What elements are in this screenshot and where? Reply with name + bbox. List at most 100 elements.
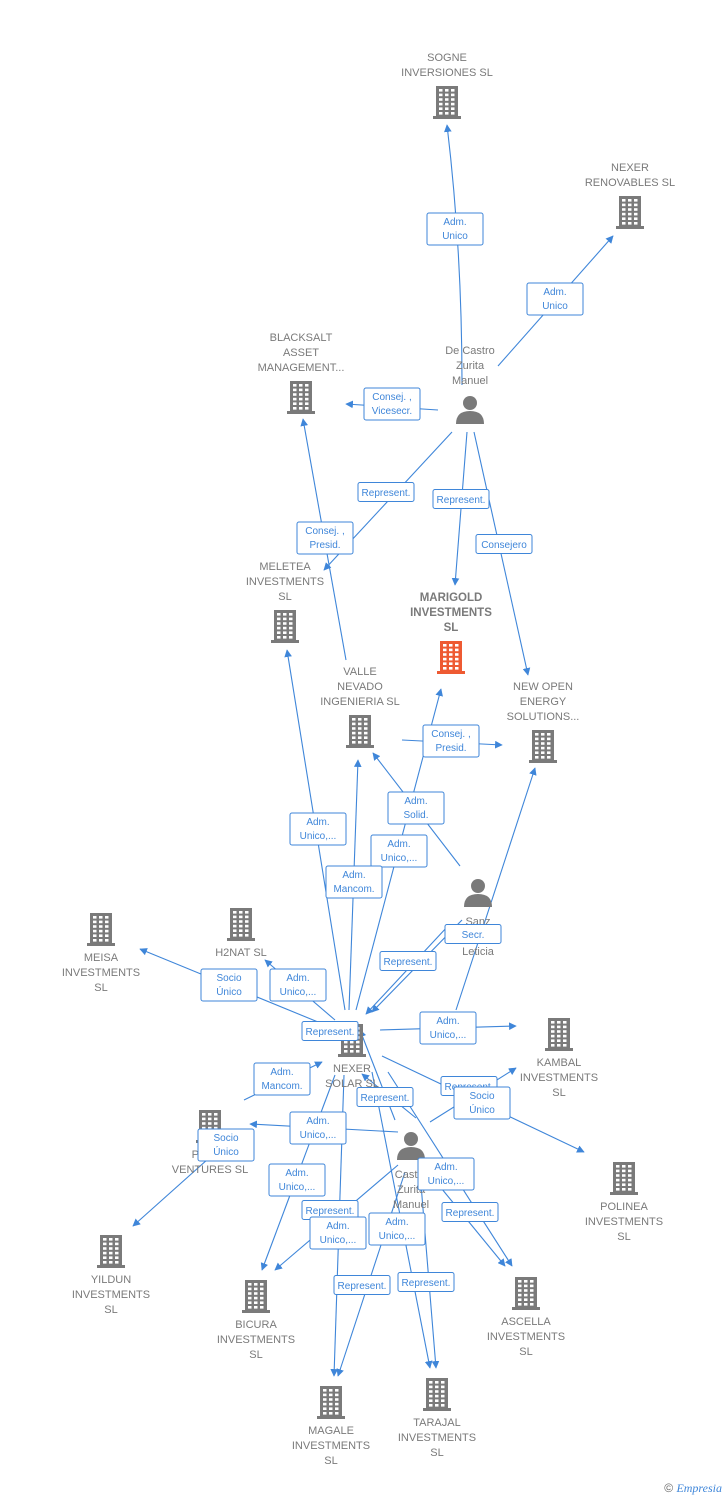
brand-logo-text[interactable]: Empresia [676, 1481, 722, 1495]
edge-label-nexer_solar-to-kambal[interactable]: Adm.Unico,... [419, 1011, 477, 1045]
edge-label-text: Adm. [387, 839, 410, 850]
building-window [628, 199, 632, 202]
edge-label-de_castro_top-to-marigold[interactable]: Represent. [432, 489, 490, 509]
building-window [248, 1292, 252, 1295]
building-window [254, 1301, 258, 1304]
node-label: Leticia [462, 946, 495, 958]
edge-label-box [333, 1275, 391, 1295]
edge-label-text: Unico,... [428, 1176, 465, 1187]
edge-label-box [357, 482, 415, 502]
building-window [115, 1251, 119, 1255]
building-window [109, 1238, 113, 1241]
building-icon [97, 1235, 125, 1268]
edge-label-sanz-to-valle_nevado[interactable]: Adm.Solid. [387, 791, 445, 825]
edge-label-box [200, 968, 258, 1002]
edge-label-nexer_solar-to-tarajal[interactable]: Adm.Unico,... [368, 1212, 426, 1246]
edge-label-de_castro_top-to-blacksalt[interactable]: Consej. ,Vicesecr. [363, 387, 421, 421]
node-label: TARAJAL [413, 1417, 460, 1429]
edge-label-castro_bottom-to-tarajal[interactable]: Represent. [397, 1272, 455, 1292]
edge-label-sanz-to-nexer_solar[interactable]: Secr. [444, 924, 502, 944]
building-window [299, 402, 303, 405]
edge-label-de_castro_top-to-new_open[interactable]: Consejero [475, 534, 533, 554]
edge-label-text: Adm. [543, 287, 566, 298]
building-window [254, 1287, 258, 1291]
edge-label-nexer_solar-to-bicura[interactable]: Adm.Unico,... [268, 1163, 326, 1197]
edge-label-castro_bottom-to-magale[interactable]: Represent. [333, 1275, 391, 1295]
building-window [254, 1306, 258, 1309]
edge-label-castro_bottom-to-nexer_solar[interactable]: Represent. [301, 1021, 359, 1041]
edge-label-text: Socio [216, 973, 241, 984]
edge-label-nexer_solar-to-valle_nevado[interactable]: Adm.Mancom. [325, 865, 383, 899]
building-window [335, 1389, 339, 1392]
building-window [233, 934, 237, 937]
edge-label-de_castro_top-to-meletea[interactable]: Represent. [357, 482, 415, 502]
edge-label-nexer_solar-to-h2nat[interactable]: Adm.Unico,... [269, 968, 327, 1002]
node-label: SL [324, 1455, 337, 1467]
building-window [551, 1025, 555, 1029]
building-window [535, 733, 539, 736]
node-h2nat[interactable]: H2NAT SL [215, 908, 267, 959]
edge-label-castro_bottom-to-nexer_solar[interactable]: Represent. [356, 1087, 414, 1107]
edge-label-de_castro_top-to-nexer_renovables[interactable]: Adm.Unico [526, 282, 584, 316]
building-base [227, 938, 255, 941]
node-blacksalt[interactable]: BLACKSALTASSETMANAGEMENT... [258, 332, 345, 414]
building-window [524, 1289, 528, 1292]
edge-label-text: Vicesecr. [372, 406, 412, 417]
edge-label-nexer_solar-to-marigold[interactable]: Adm.Unico,... [370, 834, 428, 868]
building-window [557, 1025, 561, 1029]
edge-label-sanz-to-nexer_solar[interactable]: Represent. [379, 951, 437, 971]
edge-label-castro_bottom-to-ascella[interactable]: Represent. [441, 1202, 499, 1222]
node-sanz[interactable]: SanzG...aLeticia [462, 879, 495, 958]
edge-label-nexer_solar-to-ascella[interactable]: Adm.Unico,... [417, 1157, 475, 1191]
building-window [441, 1399, 445, 1402]
building-window [358, 718, 362, 721]
building-window [214, 1113, 218, 1116]
building-window [435, 1404, 439, 1407]
edge-label-prim-to-nexer_solar[interactable]: Adm.Mancom. [253, 1062, 311, 1096]
edge-label-castro_bottom-to-prim[interactable]: Adm.Unico,... [289, 1111, 347, 1145]
building-base [271, 640, 299, 643]
edge-label-text: Mancom. [261, 1081, 302, 1092]
edge-label-text: Consej. , [431, 729, 470, 740]
edge-label-box [368, 1212, 426, 1246]
edge-label-de_castro_top-to-sogne[interactable]: Adm.Unico [426, 212, 484, 246]
edge-label-text: Adm. [436, 1016, 459, 1027]
building-window [352, 741, 356, 744]
building-window [547, 756, 551, 759]
edge-label-valle_nevado-to-new_open[interactable]: Consej. ,Presid. [422, 724, 480, 758]
building-window [283, 613, 287, 616]
node-label: SL [104, 1304, 117, 1316]
edge-label-valle_nevado-to-blacksalt[interactable]: Consej. ,Presid. [296, 521, 354, 555]
edge-label-nexer_solar-to-meletea[interactable]: Adm.Unico,... [289, 812, 347, 846]
building-window [616, 1174, 620, 1177]
building-window [208, 1113, 212, 1116]
edge-label-text: Represent. [361, 1093, 410, 1104]
edge-label-text: Consejero [481, 540, 527, 551]
building-window [622, 203, 626, 207]
building-window [449, 644, 453, 647]
node-new-open[interactable]: NEW OPENENERGYSOLUTIONS... [507, 681, 580, 763]
person-head [471, 879, 485, 893]
building-window [329, 1398, 333, 1401]
edge-label-text: Represent. [446, 1208, 495, 1219]
edge-label-nexer_solar-to-magale[interactable]: Adm.Unico,... [309, 1216, 367, 1250]
building-window [563, 1021, 567, 1024]
